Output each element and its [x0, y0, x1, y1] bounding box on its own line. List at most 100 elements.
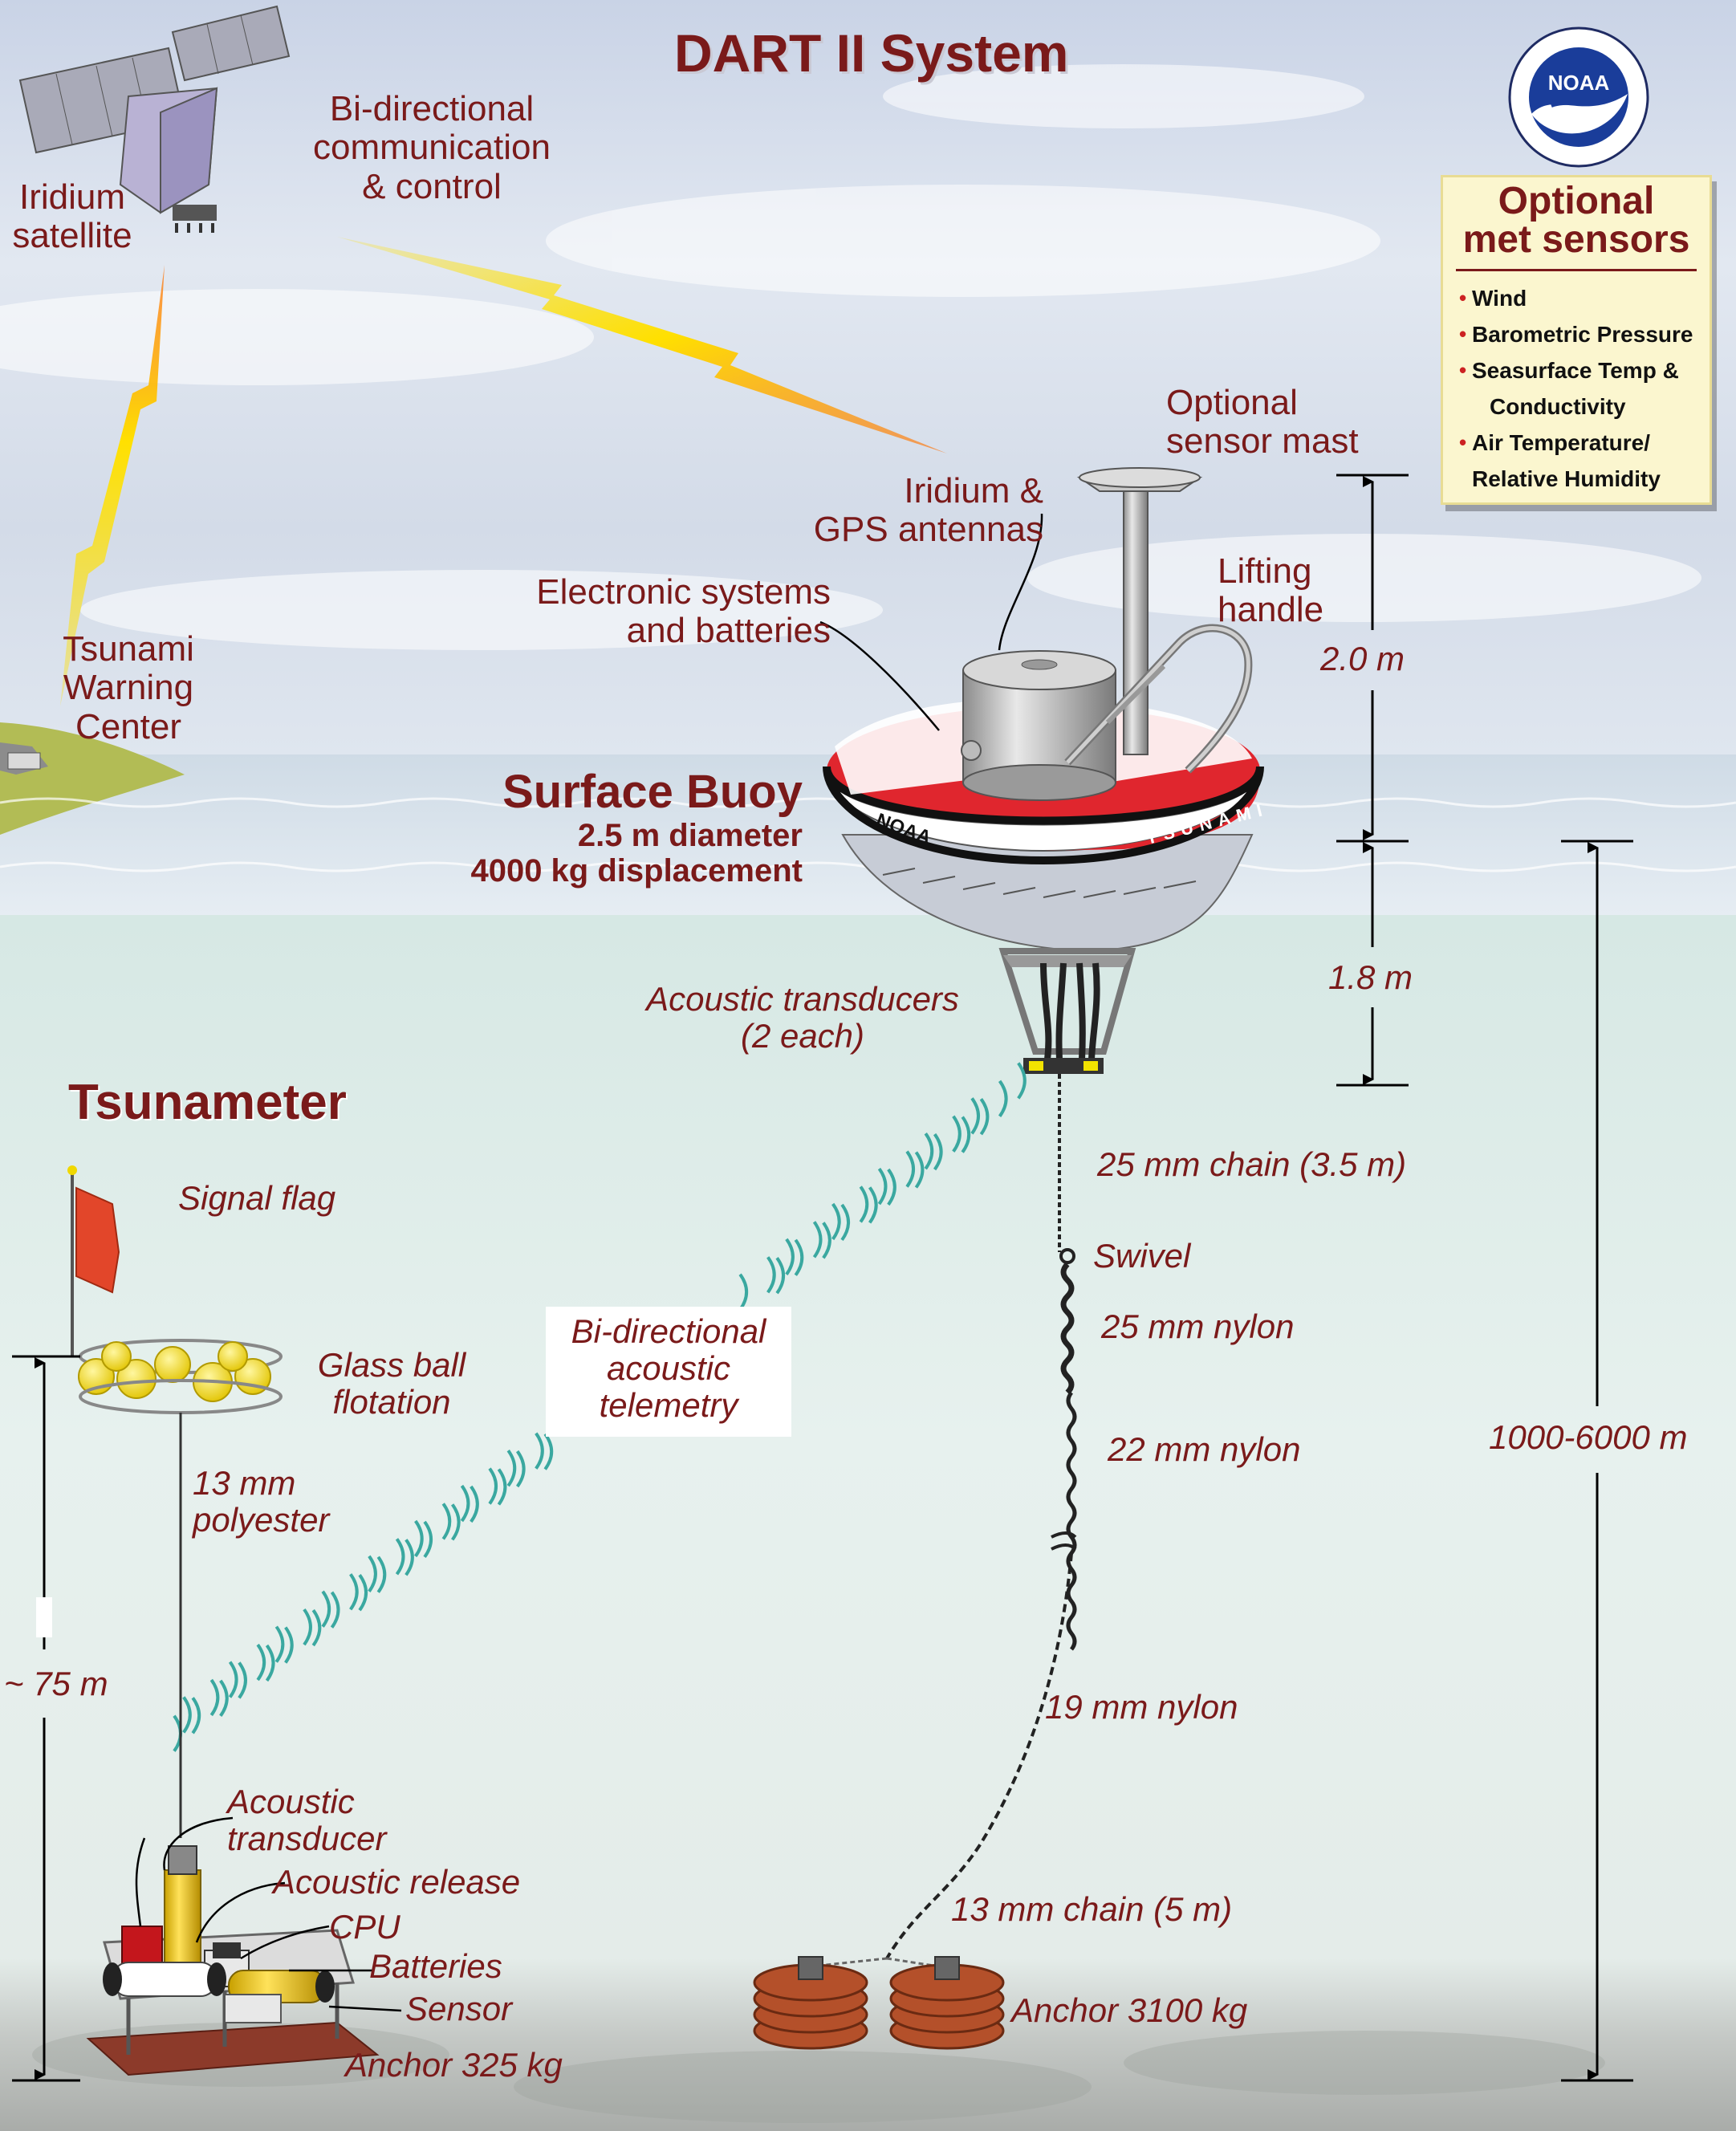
iridium-satellite	[18, 5, 291, 233]
label-line: Electronic systems	[536, 572, 831, 612]
label-nylon-22: 22 mm nylon	[1108, 1430, 1301, 1468]
telemetry-wave-arc	[303, 1608, 312, 1646]
telemetry-wave-arc	[321, 1590, 331, 1628]
telemetry-wave-arc	[970, 1097, 981, 1135]
telemetry-wave-arc	[349, 1573, 359, 1611]
met-item-label: Wind	[1472, 286, 1527, 311]
telemetry-wave-arc	[182, 1696, 192, 1734]
page-title: DART II System	[674, 23, 1069, 83]
surface-buoy-caption: Surface Buoy 2.5 m diameter 4000 kg disp…	[385, 767, 803, 889]
label-line: 13 mm	[193, 1464, 296, 1502]
label-line: polyester	[193, 1501, 330, 1539]
label-line: Tsunami	[63, 629, 194, 669]
telemetry-wave-arc	[228, 1661, 238, 1698]
telemetry-wave-arc	[831, 1202, 841, 1241]
telemetry-wave-arc	[766, 1256, 776, 1294]
noaa-logo: NOAA	[1508, 26, 1649, 168]
label-line: & control	[362, 166, 502, 206]
met-item-label: Conductivity	[1490, 394, 1626, 419]
telemetry-wave-arc	[460, 1484, 470, 1523]
label-line: and batteries	[626, 611, 831, 651]
telemetry-wave-arc	[311, 1608, 322, 1647]
mooring-line	[810, 1074, 1077, 1968]
acoustic-telemetry-waves	[173, 1062, 1027, 1752]
telemetry-wave-arc	[859, 1185, 869, 1223]
telemetry-wave-arc	[877, 1167, 888, 1206]
label-anchor-325: Anchor 325 kg	[345, 2046, 563, 2084]
telemetry-wave-arc	[238, 1661, 247, 1699]
list-item: •Wind	[1459, 280, 1693, 316]
surface-buoy-diameter: 2.5 m diameter	[577, 817, 803, 853]
telemetry-wave-arc	[395, 1538, 405, 1576]
tsunameter-assembly	[67, 1165, 380, 2076]
met-item-label: Barometric Pressure	[1472, 322, 1693, 347]
telemetry-wave-arc	[497, 1468, 507, 1506]
label-line: Optional	[1166, 383, 1298, 422]
met-sensors-divider	[1456, 269, 1697, 271]
label-nylon-19: 19 mm nylon	[1045, 1688, 1238, 1726]
label-nylon-25: 25 mm nylon	[1101, 1307, 1295, 1345]
dimension-hull-height: 1.8 m	[1328, 958, 1413, 996]
met-sensors-list: •Wind •Barometric Pressure •Seasurface T…	[1459, 280, 1693, 497]
list-item: •Seasurface Temp &	[1459, 352, 1693, 388]
telemetry-wave-arc	[822, 1222, 831, 1259]
label-sensor: Sensor	[405, 1990, 513, 2027]
dimension-mast-height: 2.0 m	[1320, 640, 1405, 677]
label-line: sensor mast	[1166, 421, 1359, 462]
telemetry-wave-arc	[535, 1432, 544, 1470]
dimension-water-depth: 1000-6000 m	[1489, 1418, 1688, 1456]
telemetry-wave-arc	[284, 1626, 294, 1664]
label-line: Warning	[63, 668, 194, 708]
telemetry-wave-arc	[979, 1098, 990, 1136]
label-line: Optional	[1498, 180, 1655, 222]
label-iridium-gps-antennas: Iridium & GPS antennas	[770, 471, 1043, 550]
label-line: Lifting	[1218, 551, 1312, 591]
tsunameter-title: Tsunameter	[68, 1075, 347, 1130]
label-line: Acoustic transducers	[646, 980, 959, 1018]
telemetry-wave-arc	[914, 1151, 925, 1189]
telemetry-wave-arc	[265, 1644, 275, 1682]
label-line: Bi-directional	[329, 89, 535, 128]
label-lifting-handle: Lifting handle	[1218, 551, 1324, 630]
label-electronic-systems: Electronic systems and batteries	[466, 572, 831, 651]
telemetry-wave-arc	[256, 1643, 266, 1682]
telemetry-wave-arc	[506, 1450, 517, 1487]
telemetry-wave-arc	[794, 1238, 804, 1276]
telemetry-wave-arc	[812, 1221, 823, 1259]
telemetry-wave-arc	[998, 1080, 1008, 1117]
label-iridium-satellite: Iridium satellite	[0, 177, 144, 256]
telemetry-wave-arc	[376, 1556, 387, 1593]
label-line: Center	[75, 706, 182, 746]
met-item-label: Air Temperature/	[1472, 430, 1650, 455]
label-acoustic-release: Acoustic release	[273, 1863, 521, 1901]
label-chain-bottom: 13 mm chain (5 m)	[951, 1890, 1233, 1928]
anchor-3100	[753, 1956, 1005, 2050]
telemetry-wave-arc	[191, 1697, 201, 1734]
label-line: flotation	[332, 1383, 451, 1421]
surface-buoy-title: Surface Buoy	[502, 766, 803, 818]
met-item-label: Seasurface Temp &	[1472, 358, 1679, 383]
met-sensors-title: Optional met sensors	[1443, 182, 1710, 259]
telemetry-wave-arc	[840, 1203, 851, 1242]
list-item: •Barometric Pressure	[1459, 316, 1693, 352]
optional-met-sensors-box: Optional met sensors •Wind •Barometric P…	[1441, 175, 1712, 505]
bullet-icon: •	[1459, 358, 1467, 382]
label-signal-flag: Signal flag	[178, 1179, 336, 1217]
label-bidirectional-comm: Bi-directional communication & control	[295, 89, 568, 206]
met-item-label: Relative Humidity	[1472, 466, 1661, 491]
label-swivel: Swivel	[1093, 1237, 1191, 1275]
label-line: Acoustic	[227, 1783, 355, 1820]
telemetry-wave-arc	[543, 1433, 554, 1470]
telemetry-wave-arc	[515, 1450, 526, 1488]
label-acoustic-telemetry: Bi-directional acoustic telemetry	[546, 1312, 791, 1425]
telemetry-wave-arc	[209, 1678, 220, 1717]
label-line: handle	[1218, 590, 1324, 630]
label-line: Iridium &	[904, 471, 1043, 510]
label-batteries: Batteries	[369, 1947, 502, 1985]
surface-buoy-displacement: 4000 kg displacement	[470, 852, 803, 889]
telemetry-wave-arc	[952, 1115, 962, 1153]
label-chain-top: 25 mm chain (3.5 m)	[1097, 1145, 1407, 1183]
telemetry-wave-arc	[933, 1133, 943, 1171]
